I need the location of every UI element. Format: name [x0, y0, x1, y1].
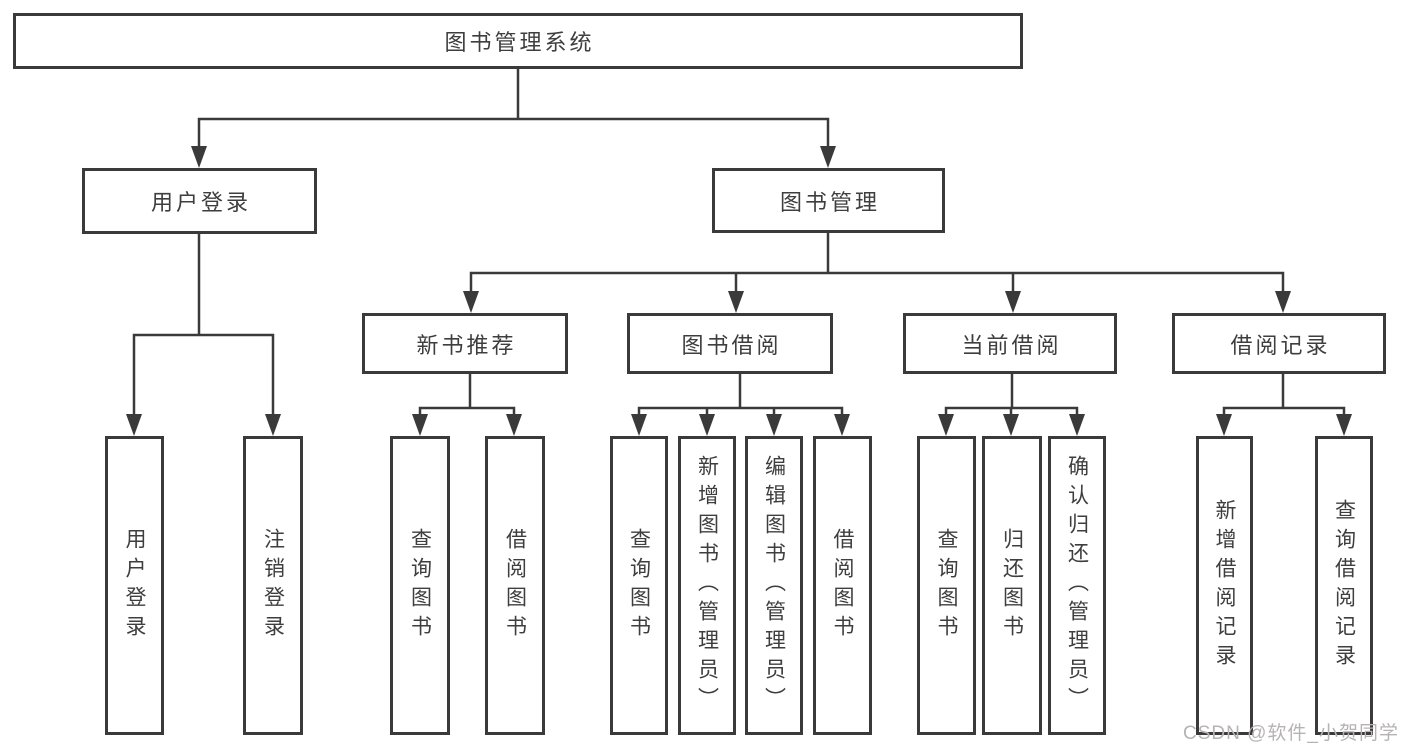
connector-current-borrow-branch [944, 371, 1079, 420]
node-book-management: 图书管理 [712, 168, 945, 233]
leaf-borrow-books-recommend: 借阅图书 [485, 436, 545, 735]
leaf-query-books-borrow: 查询图书 [610, 436, 668, 735]
connector-borrow-record-branch [1222, 371, 1346, 420]
connector-new-book-branch [418, 371, 516, 420]
connector-user-login-branch [132, 232, 275, 420]
leaf-query-borrow-record: 查询借阅记录 [1315, 436, 1373, 735]
leaf-query-books-current: 查询图书 [917, 436, 976, 735]
leaf-query-books-recommend: 查询图书 [390, 436, 450, 735]
connector-book-borrow-branch [637, 371, 844, 420]
leaf-return-books: 归还图书 [982, 436, 1042, 735]
connector-book-management-branch [469, 230, 1285, 297]
node-new-book-recommendation: 新书推荐 [362, 313, 568, 374]
connector-root-to-level1 [197, 66, 830, 152]
leaf-user-login: 用户登录 [105, 436, 164, 735]
node-borrowing-records: 借阅记录 [1172, 313, 1386, 374]
node-library-management-system: 图书管理系统 [13, 13, 1023, 69]
arrowheads [126, 146, 1352, 436]
leaf-logout: 注销登录 [243, 436, 303, 735]
node-book-borrowing: 图书借阅 [627, 313, 833, 374]
leaf-edit-books-admin: 编辑图书（管理员） [745, 436, 803, 735]
leaf-add-borrow-record: 新增借阅记录 [1196, 436, 1253, 735]
csdn-watermark: CSDN @软件_小贺同学 [1183, 723, 1399, 744]
leaf-add-books-admin: 新增图书（管理员） [678, 436, 736, 735]
leaf-borrow-books: 借阅图书 [813, 436, 872, 735]
node-user-login: 用户登录 [82, 168, 317, 234]
node-current-borrowing: 当前借阅 [903, 313, 1117, 374]
leaf-confirm-return-admin: 确认归还（管理员） [1048, 436, 1106, 735]
